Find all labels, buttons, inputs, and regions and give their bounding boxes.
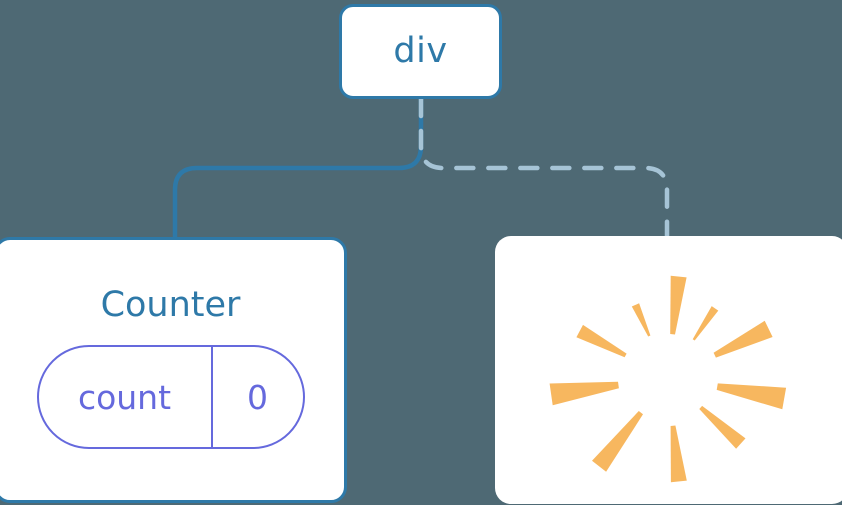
node-div[interactable]: div [339,4,502,99]
ray-ese [699,405,746,449]
ray-ssw [592,411,643,472]
ray-s [670,425,687,483]
edge-root-to-counter [172,96,424,242]
state-key-label: count [77,377,172,417]
node-counter[interactable]: Counter count 0 [0,237,347,503]
sparkle-burst-icon [549,275,787,483]
state-pill-divider [210,347,213,447]
state-pill-count[interactable]: count 0 [36,345,305,449]
state-value-label: 0 [247,377,268,417]
node-div-label: div [393,31,448,71]
ray-n [670,275,687,335]
ray-nw [576,324,627,358]
ray-w [549,381,619,406]
ray-ne [713,320,773,358]
ray-nne [692,306,719,341]
node-counter-title: Counter [100,285,241,325]
edge-root-to-sparkle [418,96,670,241]
node-sparkle[interactable] [495,236,842,504]
ray-e [716,383,787,410]
ray-nnw [631,303,651,337]
